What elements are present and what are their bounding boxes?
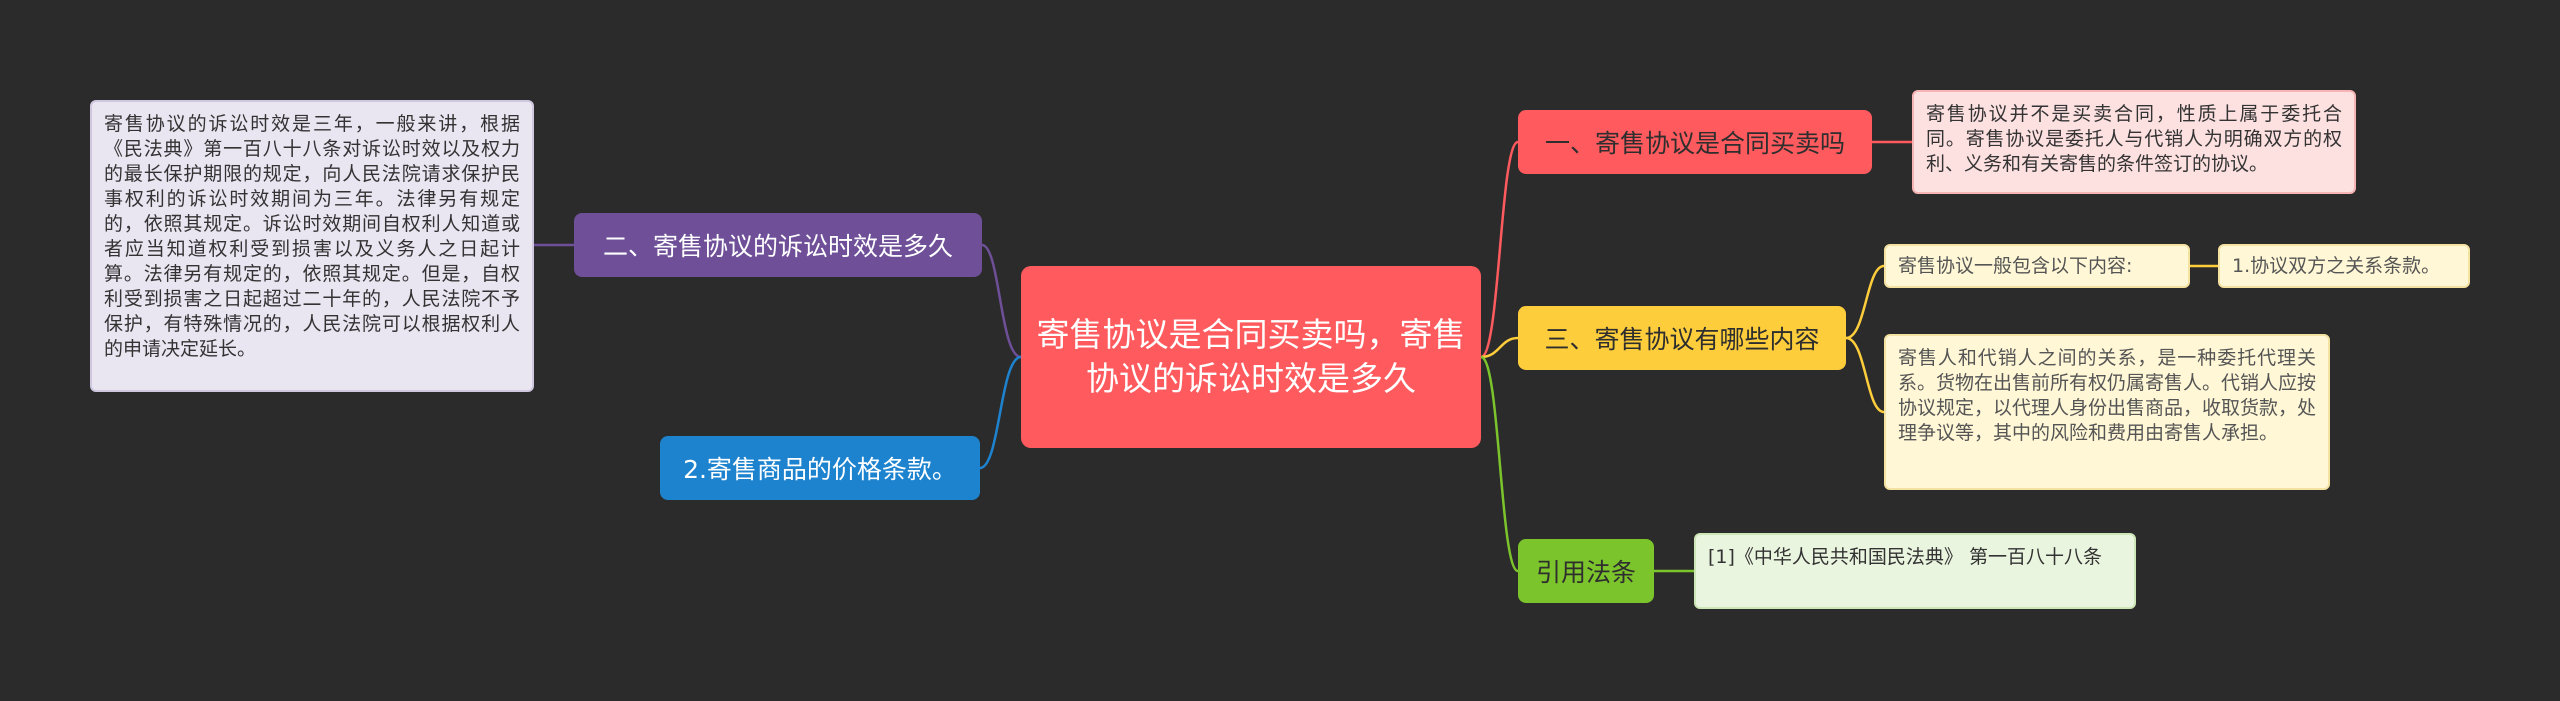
- note-contract-sale[interactable]: 寄售协议并不是买卖合同，性质上属于委托合同。寄售协议是委托人与代销人为明确双方的…: [1912, 90, 2356, 194]
- note-relationship-clause[interactable]: 1.协议双方之关系条款。: [2218, 244, 2470, 288]
- branch-label: 三、寄售协议有哪些内容: [1544, 325, 1820, 354]
- central-topic-label: 寄售协议是合同买卖吗，寄售协议的诉讼时效是多久: [1036, 315, 1466, 398]
- branch-label: 一、寄售协议是合同买卖吗: [1544, 129, 1845, 158]
- note-text: 1.协议双方之关系条款。: [2232, 255, 2441, 277]
- branch-agreement-contents[interactable]: 三、寄售协议有哪些内容: [1518, 306, 1846, 370]
- link-yellow-note-a: [1845, 264, 1885, 340]
- branch-limitation-period[interactable]: 二、寄售协议的诉讼时效是多久: [574, 213, 982, 277]
- branch-contract-sale[interactable]: 一、寄售协议是合同买卖吗: [1518, 110, 1872, 174]
- link-center-yellow: [1480, 336, 1519, 359]
- branch-price-clause[interactable]: 2.寄售商品的价格条款。: [660, 436, 980, 500]
- link-center-red: [1480, 140, 1520, 359]
- branch-label: 引用法条: [1535, 558, 1636, 587]
- branch-label: 二、寄售协议的诉讼时效是多久: [602, 232, 953, 261]
- note-cited-law[interactable]: [1]《中华人民共和国民法典》 第一百八十八条: [1694, 533, 2136, 609]
- branch-label: 2.寄售商品的价格条款。: [683, 455, 957, 484]
- note-text: 寄售人和代销人之间的关系，是一种委托代理关系。货物在出售前所有权仍属寄售人。代销…: [1898, 347, 2317, 444]
- note-relationship-detail[interactable]: 寄售人和代销人之间的关系，是一种委托代理关系。货物在出售前所有权仍属寄售人。代销…: [1884, 334, 2330, 490]
- branch-cited-law[interactable]: 引用法条: [1518, 539, 1654, 603]
- note-text: [1]《中华人民共和国民法典》 第一百八十八条: [1708, 546, 2102, 568]
- link-center-purple: [981, 243, 1022, 359]
- link-yellow-note-b: [1845, 336, 1885, 414]
- note-limitation-period[interactable]: 寄售协议的诉讼时效是三年，一般来讲，根据《民法典》第一百八十八条对诉讼时效以及权…: [90, 100, 534, 392]
- note-text: 寄售协议一般包含以下内容:: [1898, 255, 2133, 277]
- link-center-blue: [979, 355, 1022, 470]
- note-text: 寄售协议并不是买卖合同，性质上属于委托合同。寄售协议是委托人与代销人为明确双方的…: [1926, 103, 2342, 175]
- note-contents-intro[interactable]: 寄售协议一般包含以下内容:: [1884, 244, 2190, 288]
- central-topic[interactable]: 寄售协议是合同买卖吗，寄售协议的诉讼时效是多久: [1021, 266, 1481, 448]
- note-text: 寄售协议的诉讼时效是三年，一般来讲，根据《民法典》第一百八十八条对诉讼时效以及权…: [104, 113, 520, 360]
- link-center-green: [1480, 355, 1520, 573]
